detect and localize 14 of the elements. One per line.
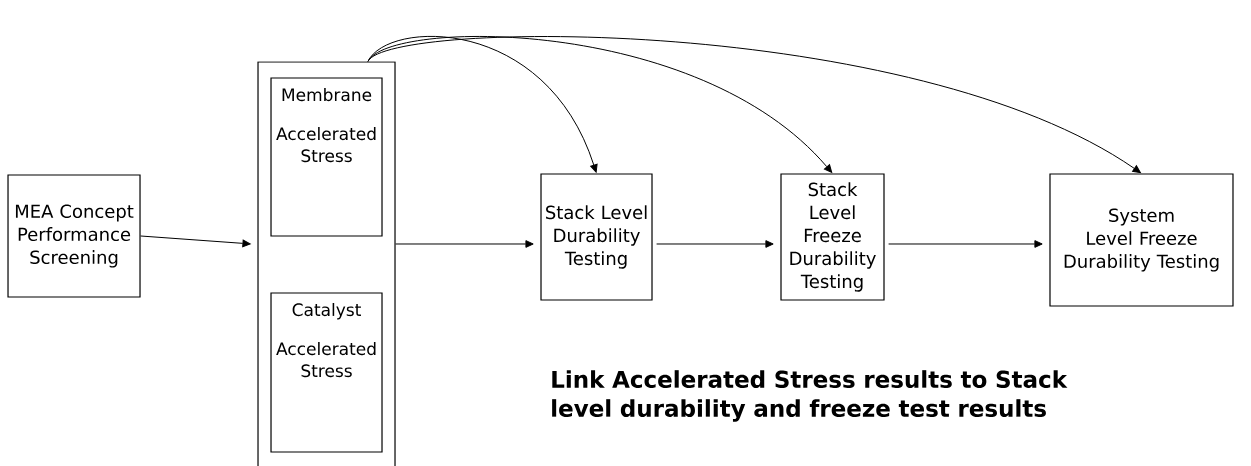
process-box: Stack Level Durability Testing [540,173,653,301]
arrow [656,240,774,248]
process-box: System Level Freeze Durability Testing [1049,173,1234,307]
arrow [888,240,1043,248]
test-box: Membrane Accelerated Stress [270,77,383,237]
curved-arrow [367,36,598,173]
arrow [140,235,251,248]
process-box: MEA Concept Performance Screening [7,174,141,298]
process-box: Stack Level Freeze Durability Testing [780,173,885,301]
outer-frame [257,61,396,466]
arrow [395,240,534,248]
note-text: Link Accelerated Stress results to Stack level durability and freeze test results [552,370,1068,422]
curved-arrow [367,36,1141,174]
test-box: Catalyst Accelerated Stress [270,292,383,453]
